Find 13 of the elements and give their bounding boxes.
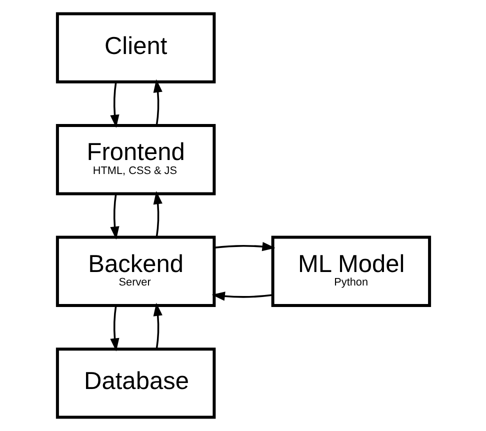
node-box: Backend Server [55,236,216,307]
node-box: ML Model Python [270,236,431,307]
arrow [211,292,272,301]
node-box: Client [55,12,216,84]
node-box: Frontend HTML, CSS & JS [55,124,216,196]
node-box: Database [55,348,216,419]
arrow [214,242,275,252]
arrow [152,191,162,238]
arrow [110,305,119,352]
arrow [152,302,162,349]
arrow [110,194,119,240]
arrow [152,79,162,126]
arrow [110,82,119,128]
